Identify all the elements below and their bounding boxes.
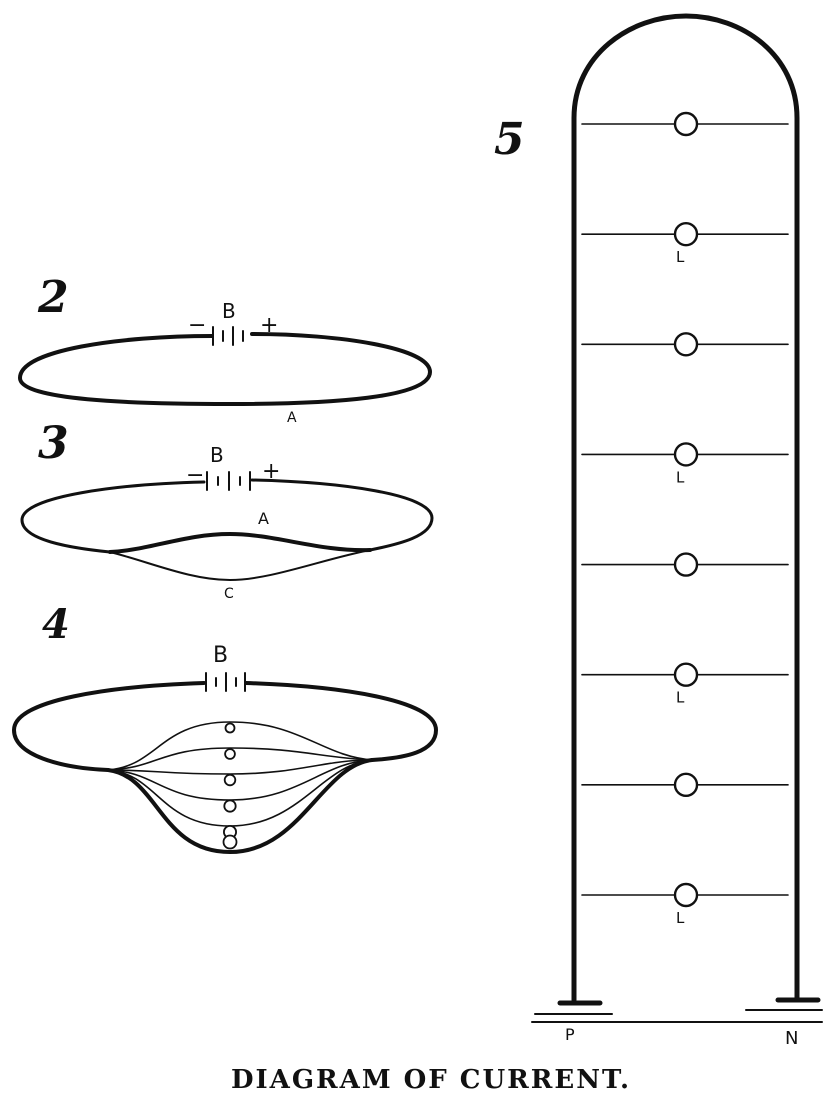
figure-3-upper-wire [20,480,206,554]
figure-4-lamp-icon [224,722,236,734]
figure-4-lamp-icon [223,799,237,813]
figure-3-plus-sign: + [262,459,280,484]
figure-2-battery-label: B [222,299,236,323]
figure-2-minus-sign: − [188,313,206,338]
figure-5-rung: L [581,442,789,486]
figure-3: 3 B − + A C [20,418,434,602]
figure-5-number: 5 [494,114,525,165]
figure-5: 5 L L L L P N [494,13,823,1049]
figure-5-rung [581,111,789,137]
figure-5-rung: L [581,221,789,266]
figure-2-circuit-label: A [287,410,297,426]
figure-5-rung [581,552,789,577]
figure-5-rung: L [581,662,789,707]
figure-5-lamp-icon [673,442,699,467]
figure-5-lamp-icon [673,882,699,908]
figure-5-lamp-icon [673,111,699,137]
figure-3-minus-sign: − [186,463,204,488]
figure-5-positive-terminal [534,1000,613,1015]
figure-5-rung [581,772,789,798]
figure-4-branch-wire [107,759,373,775]
diagram-caption: DIAGRAM OF CURRENT. [231,1065,631,1095]
figure-4-lamp-icon [222,834,238,850]
figure-5-lamp-label: L [676,909,685,927]
figure-3-upper-label: A [258,509,269,528]
figure-4-branch-wire [106,758,374,854]
figure-3-battery-icon [206,471,251,491]
figure-4-branch-wire [107,721,373,771]
figure-2-circuit-loop [18,332,432,406]
figure-5-lamp-icon [673,662,699,687]
figure-4-upper-wire-right [244,681,438,762]
figure-5-positive-main [571,13,800,1003]
figure-5-rung [581,332,789,357]
figure-5-negative-terminal [745,997,823,1011]
figure-4-battery-icon [205,672,246,692]
figure-5-lamp-label: L [676,248,685,266]
figure-4-lamp-icon [223,773,237,787]
figure-5-lamp-icon [673,221,699,247]
figure-5-lamp-label: L [676,468,685,486]
figure-3-main-return-wire [108,532,372,554]
figure-5-rung: L [581,882,789,927]
figure-5-lamp-rungs: L L L L [581,111,789,927]
figure-2-plus-sign: + [260,313,278,338]
figure-4-lamp-icon [224,748,236,760]
figure-3-upper-wire-right [250,478,434,552]
figure-2: 2 B − + A [18,272,432,426]
figure-5-lamp-label: L [676,689,685,707]
figure-2-number: 2 [37,272,69,323]
figure-3-lower-label: C [224,586,234,602]
figure-4-number: 4 [42,601,70,648]
figure-4: 4 B [12,601,438,854]
figure-2-battery-icon [212,326,244,346]
figure-5-lamp-icon [673,772,699,798]
figure-5-lamp-icon [673,552,699,577]
figure-4-battery-label: B [213,643,228,668]
figure-3-battery-label: B [210,443,224,467]
figure-4-upper-wire [12,681,206,772]
figure-4-branch-wire [107,747,373,771]
figure-4-parallel-branches [106,721,374,854]
figure-5-lamp-icon [673,332,699,357]
figure-3-branch-wire [109,549,371,581]
figure-3-number: 3 [38,418,69,469]
figure-5-positive-label: P [565,1025,575,1044]
figure-5-negative-label: N [785,1028,798,1049]
